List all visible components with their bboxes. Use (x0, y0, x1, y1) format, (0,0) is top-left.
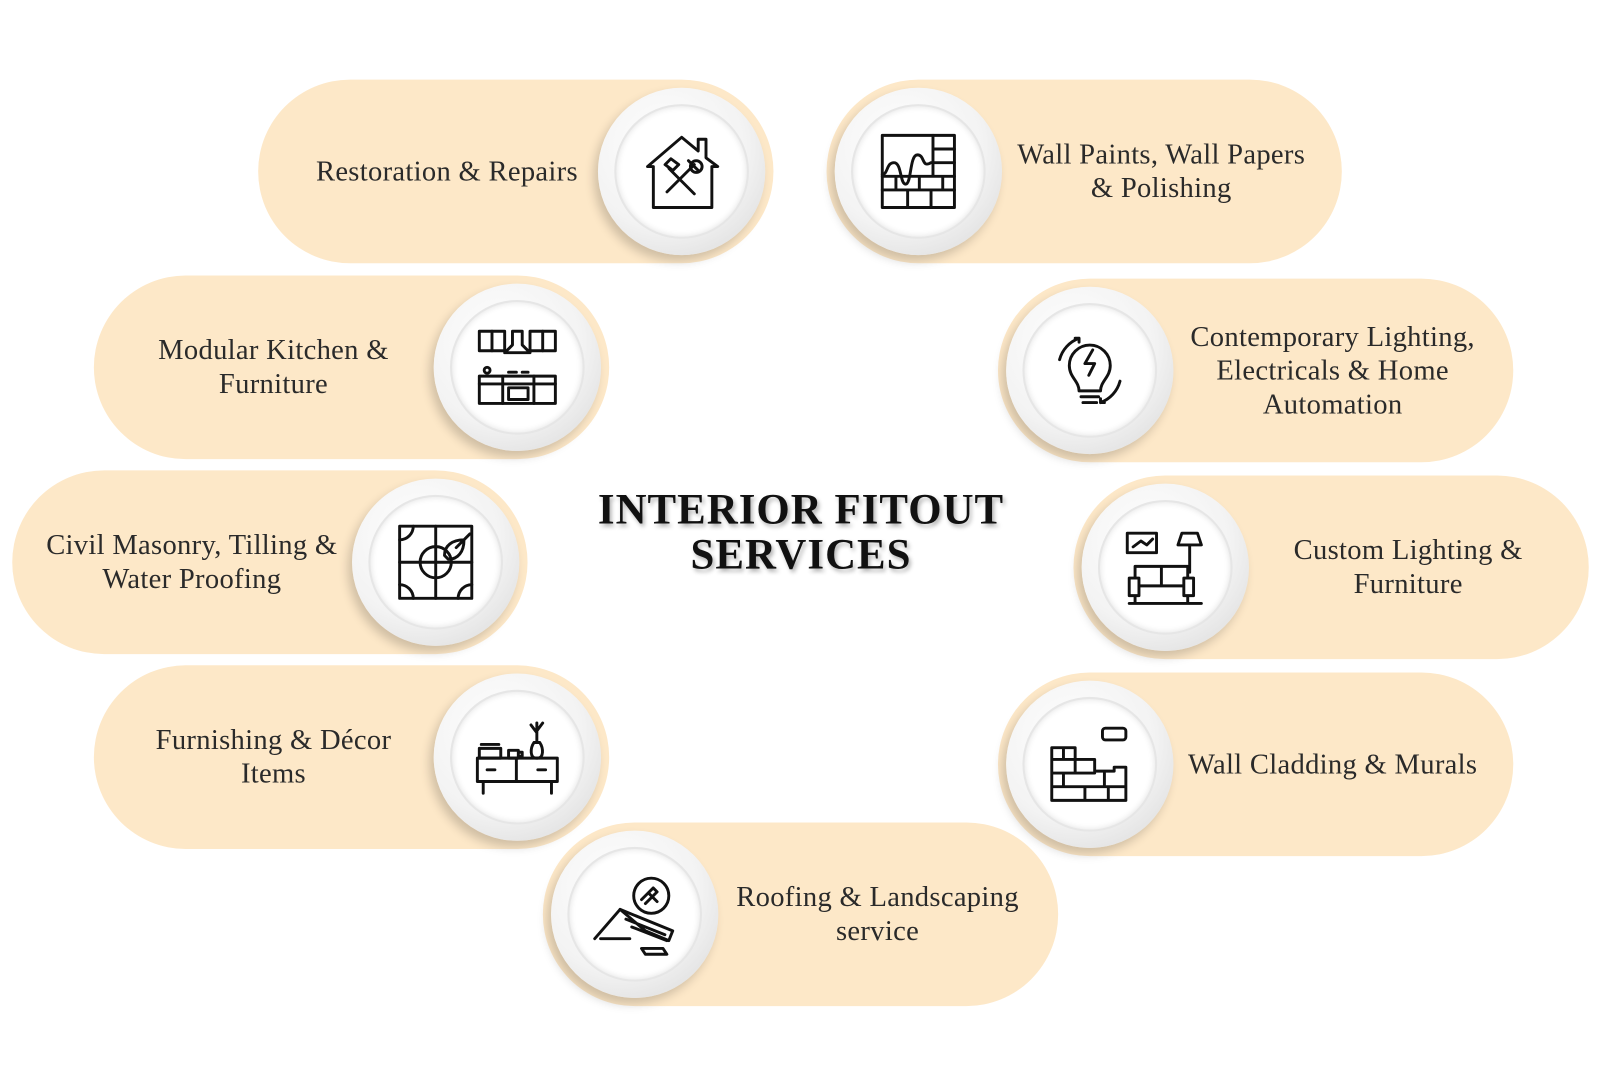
roof-hammer-icon (593, 876, 675, 956)
service-label: Furnishing & Décor Items (155, 724, 392, 790)
service-civil-masonry: Civil Masonry, Tilling & Water Proofing (12, 470, 528, 655)
cabinet-decor-icon (475, 721, 559, 795)
service-modular-kitchen: Modular Kitchen & Furniture (93, 275, 610, 460)
title-line-2: SERVICES (690, 531, 912, 579)
title-line-1: INTERIOR FITOUT (597, 486, 1005, 534)
service-contemporary-lighting: Contemporary Lighting, Electricals & Hom… (997, 278, 1514, 463)
service-label: Wall Cladding & Murals (1187, 748, 1478, 781)
service-wall-paints: Wall Paints, Wall Papers & Polishing (826, 79, 1342, 264)
service-restoration: Restoration & Repairs (258, 79, 774, 264)
service-label: Wall Paints, Wall Papers & Polishing (1017, 138, 1306, 205)
service-roofing: Roofing & Landscaping service (542, 822, 1059, 1007)
tiles-icon (398, 524, 474, 600)
service-label: Custom Lighting & Furniture (1293, 534, 1523, 600)
service-label: Restoration & Repairs (315, 155, 578, 188)
service-label: Civil Masonry, Tilling & Water Proofing (46, 529, 338, 595)
service-custom-lighting: Custom Lighting & Furniture (1073, 475, 1589, 660)
kitchen-icon (477, 329, 557, 405)
house-tools-icon (646, 135, 720, 209)
service-label: Modular Kitchen & Furniture (158, 334, 389, 400)
service-label: Roofing & Landscaping service (736, 881, 1019, 947)
service-label: Contemporary Lighting, Electricals & Hom… (1190, 320, 1475, 420)
sofa-lamp-icon (1125, 531, 1203, 605)
service-furnishing: Furnishing & Décor Items (93, 665, 610, 849)
service-wall-cladding: Wall Cladding & Murals (997, 672, 1514, 857)
wall-paint-icon (880, 133, 956, 209)
smart-bulb-icon (1058, 336, 1122, 405)
brick-wall-icon (1050, 726, 1128, 802)
diagram-title: INTERIOR FITOUT SERVICES (571, 488, 1030, 578)
